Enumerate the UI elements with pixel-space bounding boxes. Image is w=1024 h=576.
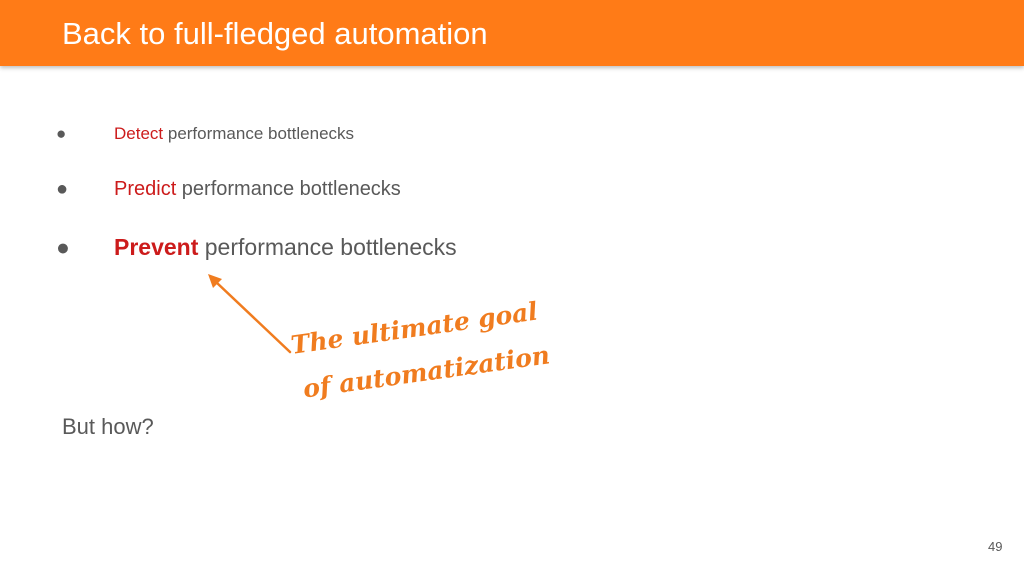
arrow-icon [208,274,292,354]
bullet-text: performance bottlenecks [163,124,355,143]
bullet-marker: ● [56,124,67,143]
bullet-text: performance bottlenecks [198,234,457,260]
bullet-text: performance bottlenecks [176,178,401,200]
bullet-marker: ● [56,178,69,200]
slide-title: Back to full-fledged automation [62,16,488,51]
title-bar: Back to full-fledged automation [0,0,1024,66]
page-number: 49 [988,539,1003,554]
bullet-keyword: Detect [114,124,164,143]
bullet-keyword: Prevent [114,234,199,260]
bullet-item-detect: ● Detect performance bottlenecks [56,124,354,144]
bullet-keyword: Predict [114,178,177,200]
bullet-item-predict: ● Predict performance bottlenecks [56,178,401,201]
bullet-item-prevent: ● Prevent performance bottlenecks [56,234,457,261]
bullet-marker: ● [56,234,70,260]
question-text: But how? [62,414,154,439]
